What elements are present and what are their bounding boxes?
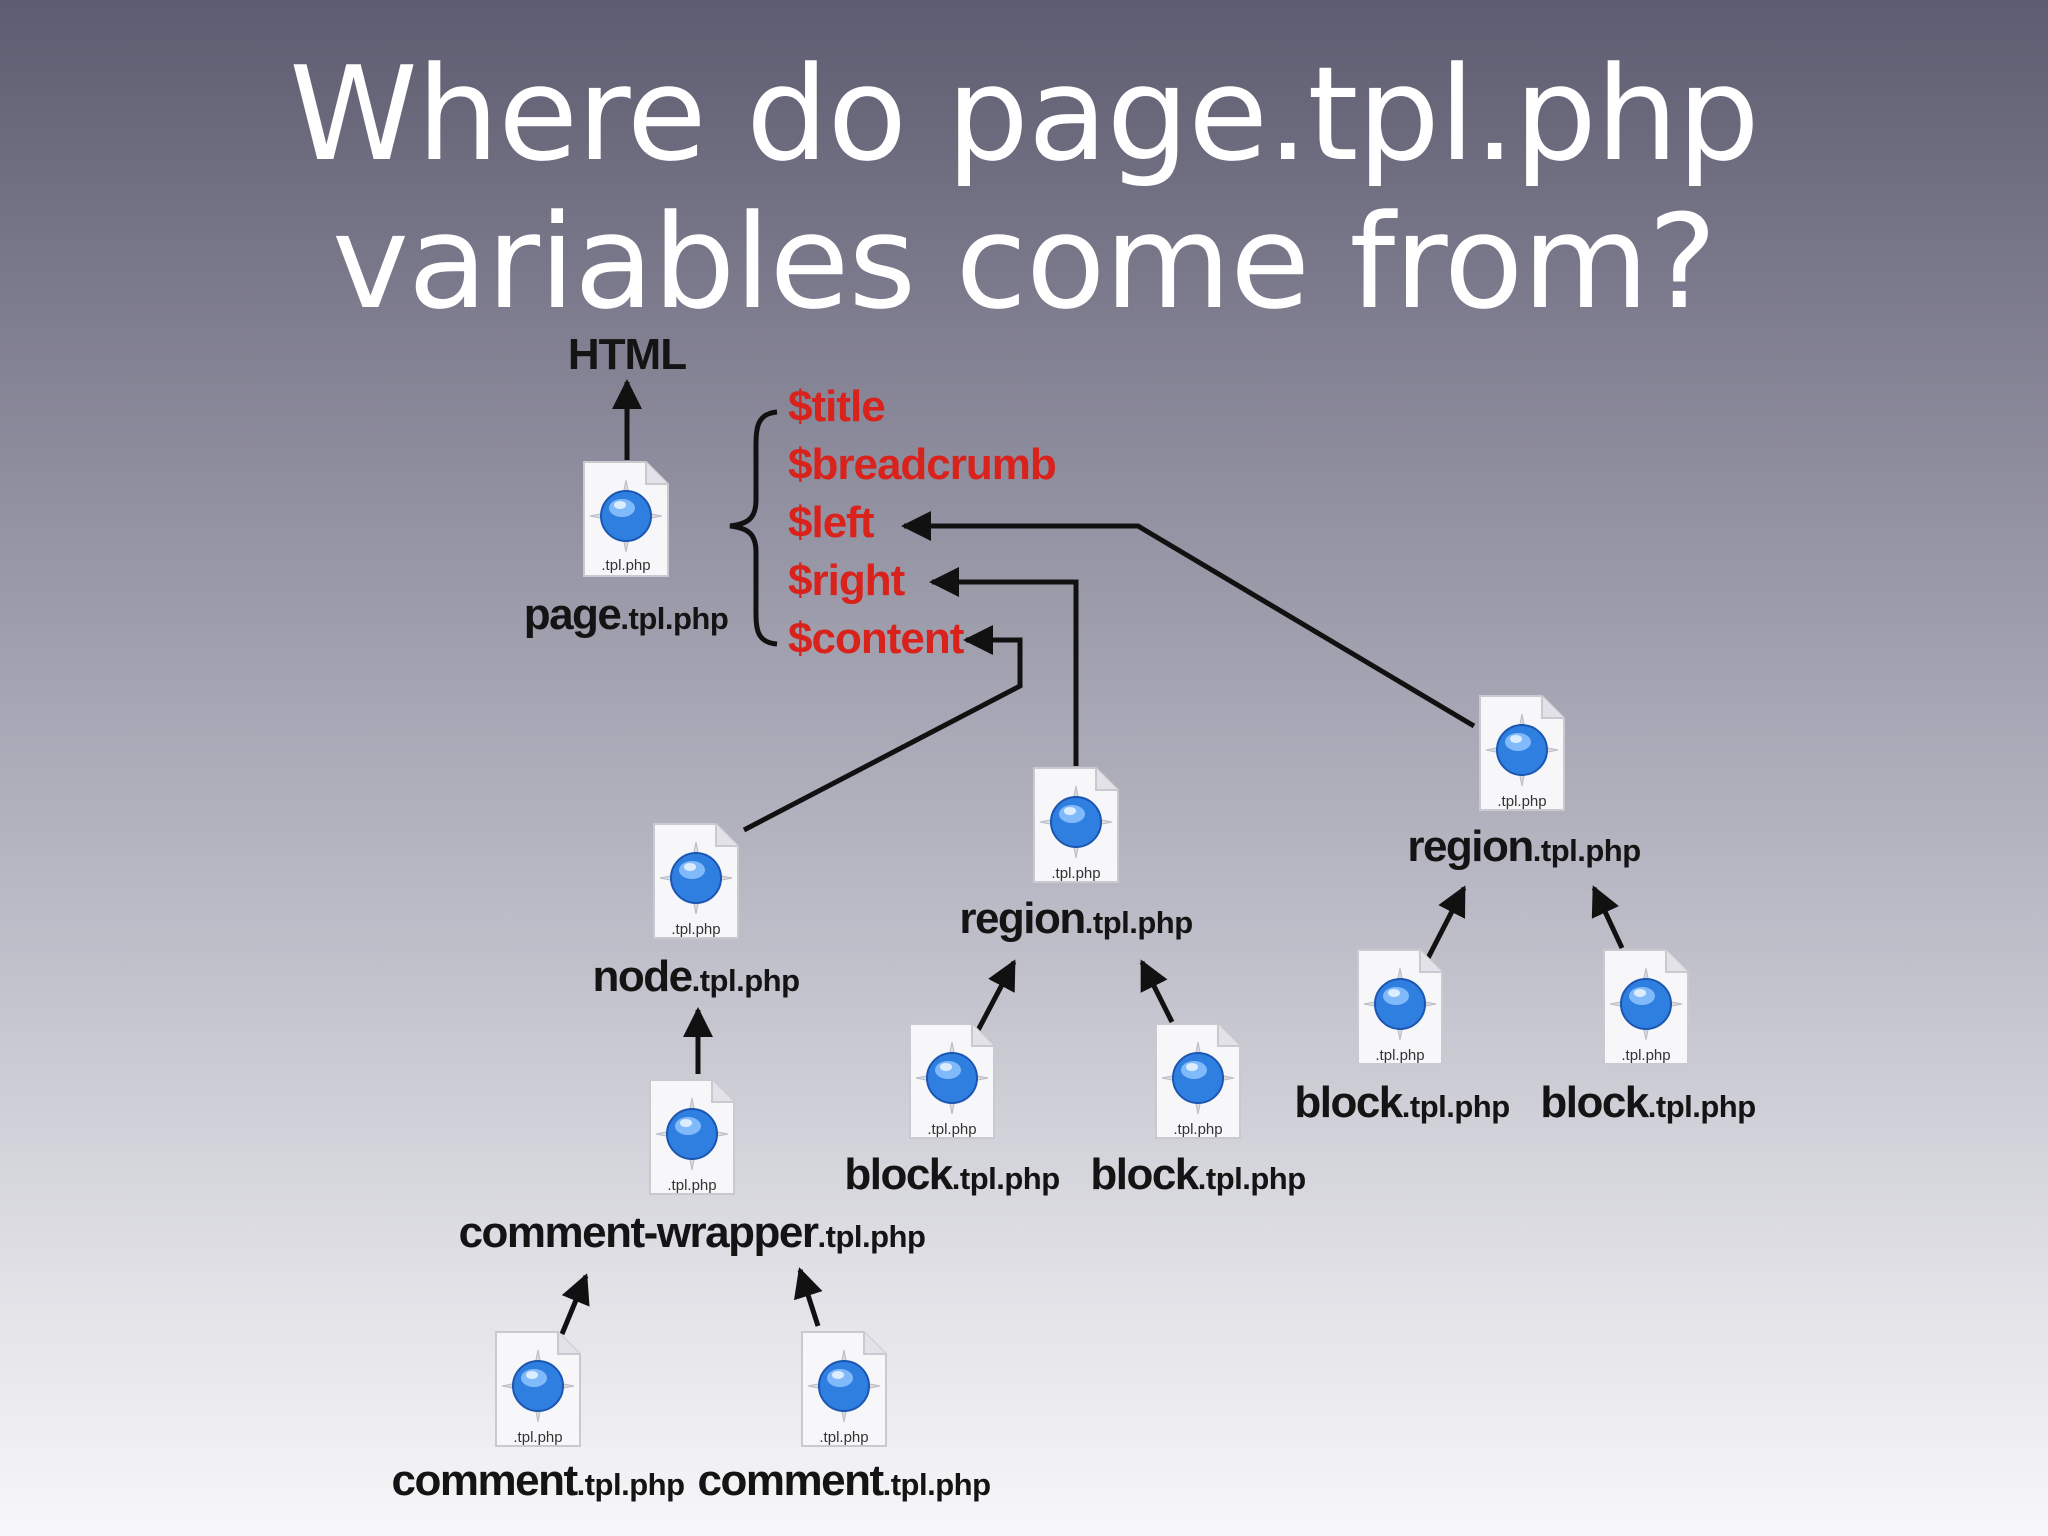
icon-caption: .tpl.php (1497, 793, 1546, 810)
arrow-region-to-right (929, 567, 1079, 766)
region-right-template-label: region.tpl.php (1407, 822, 1641, 871)
icon-caption: .tpl.php (601, 557, 650, 574)
var-content: $content (788, 614, 964, 663)
arrow-comment1-to-wrapper (559, 1273, 590, 1335)
icon-caption: .tpl.php (1173, 1121, 1222, 1138)
arrow-block4-to-region (1591, 885, 1625, 950)
arrow-block3-to-region (1423, 885, 1467, 964)
var-breadcrumb: $breadcrumb (788, 440, 1057, 489)
icon-caption: .tpl.php (1375, 1047, 1424, 1064)
icon-caption: .tpl.php (1621, 1047, 1670, 1064)
icon-caption: .tpl.php (667, 1177, 716, 1194)
var-left: $left (788, 498, 874, 547)
icon-caption: .tpl.php (927, 1121, 976, 1138)
variables-brace (729, 409, 778, 647)
icon-caption: .tpl.php (819, 1429, 868, 1446)
block-template-label: block.tpl.php (844, 1150, 1060, 1199)
var-title: $title (788, 382, 886, 431)
comment-wrapper-template-label: comment-wrapper.tpl.php (458, 1208, 926, 1257)
arrow-comment2-to-wrapper (793, 1267, 823, 1327)
arrow-node-to-content (742, 625, 1023, 833)
html-output-label: HTML (567, 330, 687, 379)
arrow-block2-to-region (1139, 959, 1175, 1024)
title-line-1: Where do page.tpl.php (289, 38, 1760, 190)
comment-template-label: comment.tpl.php (391, 1456, 685, 1505)
block-template-label: block.tpl.php (1540, 1078, 1756, 1127)
node-template-label: node.tpl.php (592, 952, 800, 1001)
icon-caption: .tpl.php (671, 921, 720, 938)
block-template-label: block.tpl.php (1294, 1078, 1510, 1127)
arrow-block1-to-region (972, 959, 1017, 1038)
page-template-label: page.tpl.php (523, 590, 729, 639)
comment-template-label: comment.tpl.php (697, 1456, 991, 1505)
slide-title: Where do page.tpl.php variables come fro… (0, 40, 2048, 336)
arrow-region-to-left (901, 511, 1476, 729)
region-center-template-label: region.tpl.php (959, 894, 1193, 943)
icon-caption: .tpl.php (1051, 865, 1100, 882)
icon-captions: .tpl.php .tpl.php .tpl.php .tpl.php .tpl… (513, 557, 1670, 1446)
icon-caption: .tpl.php (513, 1429, 562, 1446)
title-line-2: variables come from? (332, 186, 1717, 338)
var-right: $right (788, 556, 905, 605)
block-template-label: block.tpl.php (1090, 1150, 1306, 1199)
